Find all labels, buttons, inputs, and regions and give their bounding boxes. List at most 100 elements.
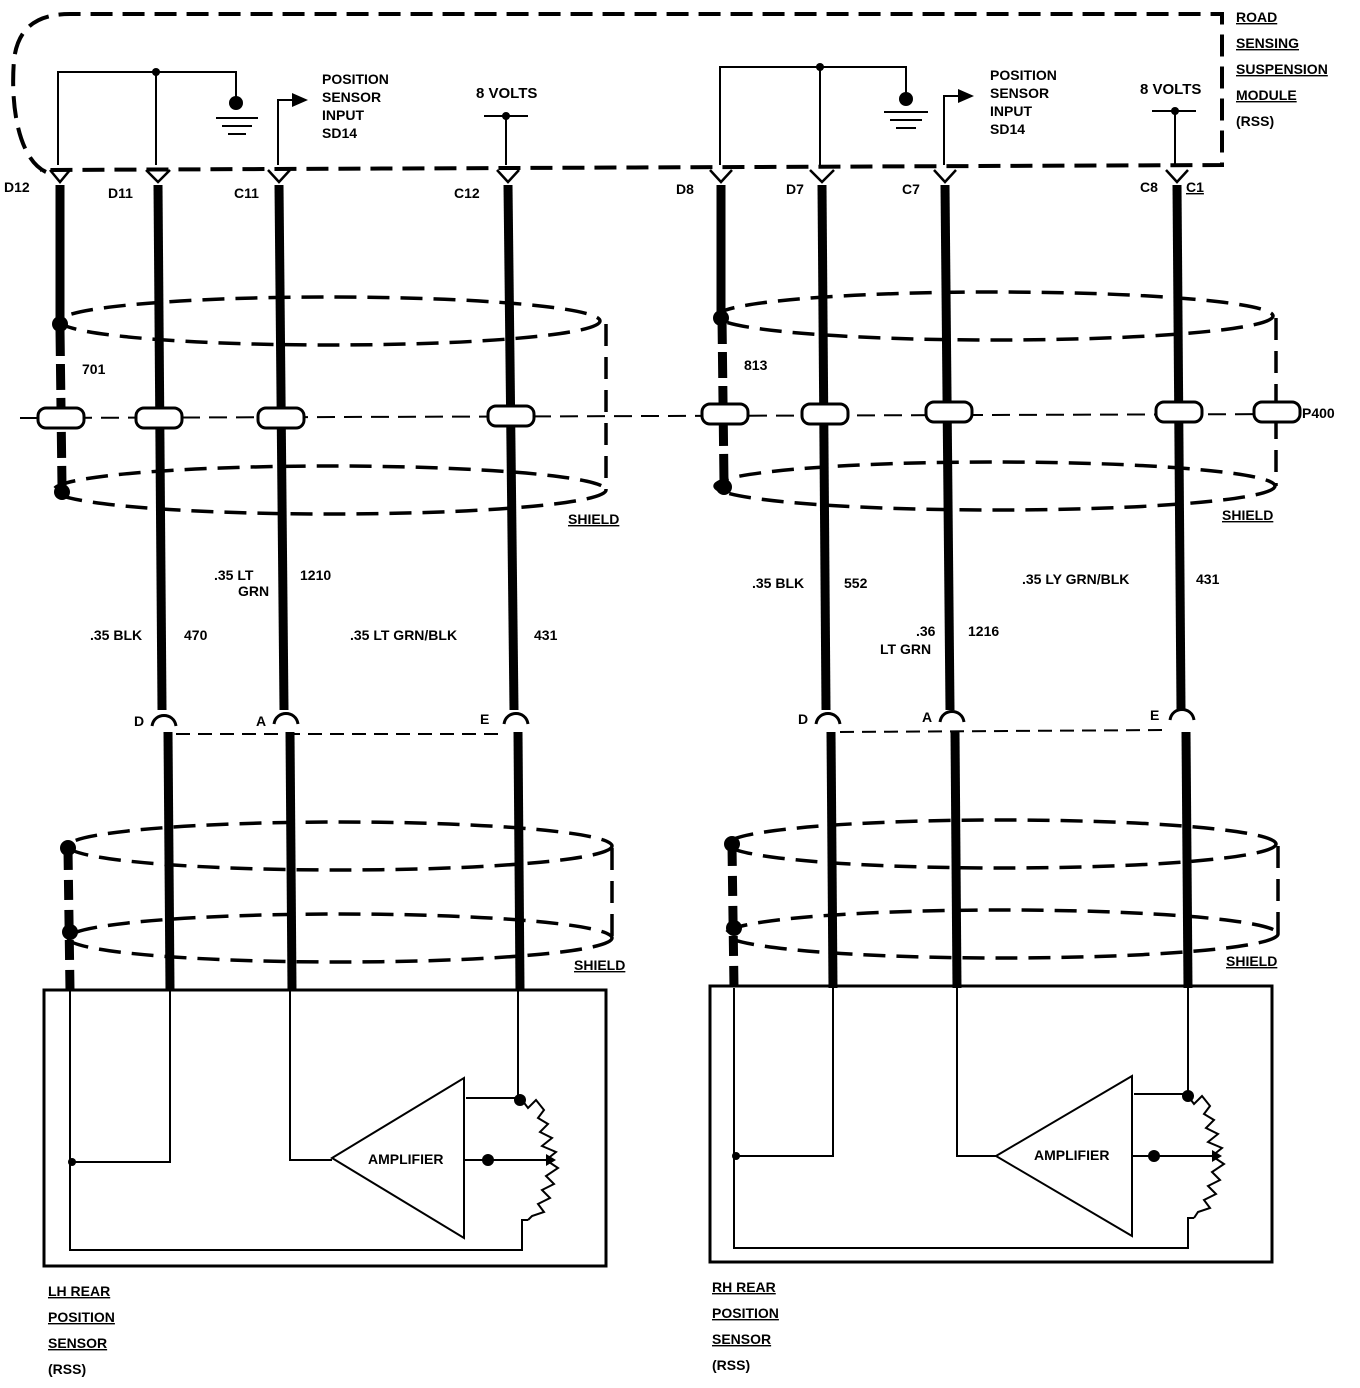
- svg-text:INPUT: INPUT: [322, 107, 364, 123]
- wire-c11: [274, 184, 289, 711]
- right-module-internal: [719, 66, 1196, 165]
- svg-text:SENSOR: SENSOR: [322, 89, 381, 105]
- svg-text:POSITION: POSITION: [712, 1305, 779, 1321]
- pin-label: C8: [1140, 179, 1158, 195]
- wire-color-label: .35 BLK: [90, 627, 142, 643]
- arrow-right-icon: [292, 93, 308, 107]
- wiper-arrow-icon: [1212, 1150, 1222, 1162]
- rh-amplifier-label: AMPLIFIER: [1034, 1147, 1109, 1163]
- pin-label: C12: [454, 185, 480, 201]
- wire-color-label: .35 LT GRN/BLK: [350, 627, 457, 643]
- lower-shields: [66, 818, 1280, 964]
- svg-text:(RSS): (RSS): [712, 1357, 750, 1373]
- svg-text:RH REAR: RH REAR: [712, 1279, 776, 1295]
- wire-c12: [503, 184, 519, 711]
- right-shield-label: SHIELD: [1222, 507, 1273, 523]
- left-shield-label: SHIELD: [568, 511, 619, 527]
- sensor-pin-label: D: [798, 711, 808, 727]
- sensor-pin-label: E: [1150, 707, 1159, 723]
- left-shield-label-2: SHIELD: [574, 957, 625, 973]
- wire-color-label: .35 LY GRN/BLK: [1022, 571, 1129, 587]
- lh-sensor-title: LH REAR POSITION SENSOR (RSS): [48, 1283, 115, 1377]
- wire-c7: [940, 184, 955, 711]
- svg-text:(RSS): (RSS): [48, 1361, 86, 1377]
- ground-icon: [899, 92, 913, 106]
- lh-sensor-dots: [68, 1094, 526, 1166]
- sensor-pin-label: A: [256, 713, 266, 729]
- sensor-pin-labels: D A E D A E: [134, 707, 1159, 729]
- wire-color-label: .35 LT: [214, 567, 254, 583]
- lh-amplifier-label: AMPLIFIER: [368, 1151, 443, 1167]
- pin-label: C11: [234, 185, 259, 201]
- arrow-right-icon: [958, 89, 974, 103]
- pin-label: D12: [4, 179, 30, 195]
- p400-label: P400: [1302, 405, 1335, 421]
- wire-circuit-label: 431: [1196, 571, 1220, 587]
- wire-circuit-label: 1216: [968, 623, 999, 639]
- ground-icon: [229, 96, 243, 110]
- right-shield-circuit: 813: [744, 357, 768, 373]
- wire-d7: [817, 184, 831, 711]
- wire-circuit-label: 431: [534, 627, 558, 643]
- module-title-line-5: (RSS): [1236, 113, 1274, 129]
- main-wires: [55, 184, 1193, 991]
- left-position-sensor-input-label: POSITION SENSOR INPUT SD14: [322, 71, 389, 141]
- left-wire-labels: .35 BLK 470 .35 LT GRN 1210 .35 LT GRN/B…: [90, 567, 558, 643]
- right-wire-labels: .35 BLK 552 .36 LT GRN 1216 .35 LY GRN/B…: [752, 571, 1220, 657]
- svg-text:SD14: SD14: [322, 125, 357, 141]
- wire-color-label: GRN: [238, 583, 269, 599]
- sensor-connector-terminals: [150, 708, 1196, 727]
- rh-sensor-title: RH REAR POSITION SENSOR (RSS): [712, 1279, 779, 1373]
- sensor-pin-label: A: [922, 709, 932, 725]
- left-module-internal: [57, 71, 528, 165]
- rss-module-title: ROAD SENSING SUSPENSION MODULE (RSS): [1236, 9, 1328, 129]
- wire-circuit-label: 1210: [300, 567, 331, 583]
- rss-module-outline: [11, 12, 1224, 174]
- svg-text:SENSOR: SENSOR: [990, 85, 1049, 101]
- p400-connector-bodies: [36, 400, 1302, 430]
- rh-sensor-box: [708, 984, 1274, 1264]
- pin-label: C1: [1186, 179, 1204, 195]
- wire-c8: [1172, 184, 1186, 711]
- svg-text:SENSOR: SENSOR: [712, 1331, 771, 1347]
- module-title-line-4: MODULE: [1236, 87, 1297, 103]
- right-module-dots: [816, 63, 1179, 115]
- wire-d11: [153, 184, 167, 711]
- wire-circuit-label: 470: [184, 627, 208, 643]
- sensor-connector-line: [176, 729, 1171, 735]
- module-title-line-2: SENSING: [1236, 35, 1299, 51]
- pin-label: D11: [108, 185, 133, 201]
- wire-color-label: .35 BLK: [752, 575, 804, 591]
- svg-text:SENSOR: SENSOR: [48, 1335, 107, 1351]
- pin-label: D7: [786, 181, 804, 197]
- rh-sensor-internal: [733, 988, 1226, 1249]
- module-title-line-3: SUSPENSION: [1236, 61, 1328, 77]
- left-shield-circuit: 701: [82, 361, 106, 377]
- module-title-line-1: ROAD: [1236, 9, 1277, 25]
- shield-drain-dots: [52, 310, 732, 500]
- wire-color-label: LT GRN: [880, 641, 931, 657]
- lower-shield-drain-wires: [63, 845, 739, 991]
- wiper-arrow-icon: [546, 1154, 556, 1166]
- left-8-volts-label: 8 VOLTS: [476, 85, 537, 102]
- svg-text:INPUT: INPUT: [990, 103, 1032, 119]
- wire-color-label: .36: [916, 623, 936, 639]
- svg-text:POSITION: POSITION: [990, 67, 1057, 83]
- lh-sensor-box: [42, 988, 608, 1268]
- pin-label: D8: [676, 181, 694, 197]
- svg-text:POSITION: POSITION: [48, 1309, 115, 1325]
- lower-shield-drain-dots: [60, 836, 742, 940]
- left-module-dots: [152, 68, 510, 120]
- svg-text:SD14: SD14: [990, 121, 1025, 137]
- p400-connector-line: [19, 413, 1301, 419]
- module-terminals: [49, 169, 1189, 184]
- upper-shields: [52, 290, 1278, 516]
- sensor-pin-label: D: [134, 713, 144, 729]
- rh-sensor-dots: [732, 1090, 1194, 1162]
- right-8-volts-label: 8 VOLTS: [1140, 81, 1201, 98]
- wire-circuit-label: 552: [844, 575, 868, 591]
- svg-text:LH REAR: LH REAR: [48, 1283, 110, 1299]
- sensor-pin-label: E: [480, 711, 489, 727]
- lh-sensor-internal: [69, 990, 560, 1251]
